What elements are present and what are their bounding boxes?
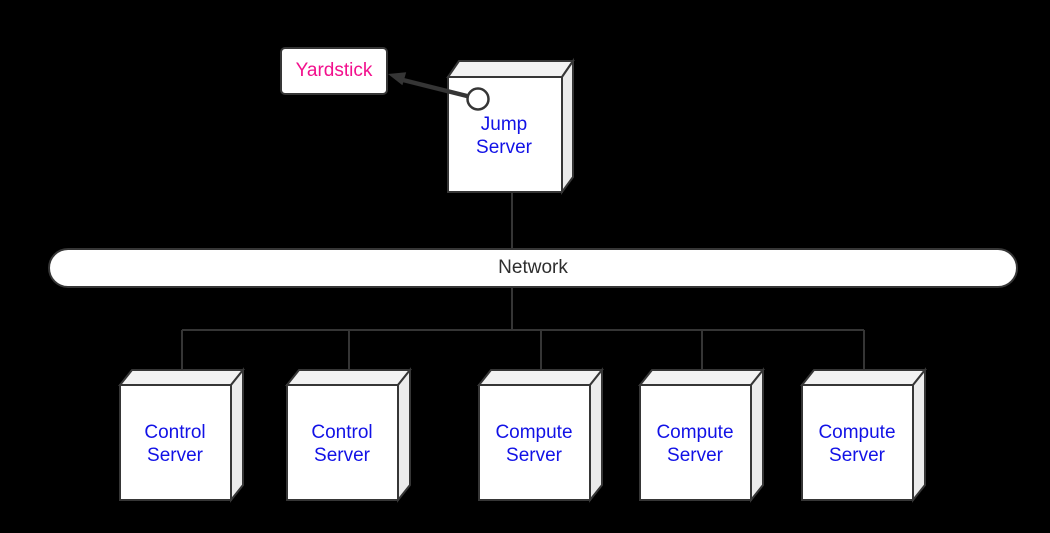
node-side-face	[589, 367, 603, 503]
node-front-face	[119, 384, 232, 501]
server-label-line1: Control	[311, 422, 372, 443]
node-side-face	[561, 57, 574, 196]
node-top-face	[446, 60, 575, 78]
jump-server-label-line2: Server	[476, 137, 533, 158]
node-side-face	[912, 367, 926, 503]
node-side-face	[230, 367, 244, 503]
server-label-line1: Control	[144, 422, 205, 443]
server-label-line2: Server	[147, 445, 204, 466]
node-top-face	[476, 369, 605, 386]
port-circle-icon	[466, 87, 490, 111]
yardstick-label: Yardstick	[295, 60, 373, 81]
node-top-face	[117, 369, 246, 386]
server-label-line1: Compute	[656, 422, 733, 443]
yardstick-box: Yardstick	[280, 47, 388, 95]
node-side-face	[750, 367, 764, 503]
jump-server-label-line1: Jump	[481, 114, 527, 135]
arrow-left-icon	[388, 72, 407, 86]
node-front-face	[639, 384, 752, 501]
node-top-face	[637, 369, 766, 386]
server-label-line2: Server	[829, 445, 886, 466]
server-label-line2: Server	[506, 445, 563, 466]
network-bar: Network	[48, 248, 1018, 288]
server-label-line1: Compute	[495, 422, 572, 443]
node-front-face	[801, 384, 914, 501]
node-top-face	[284, 369, 413, 386]
network-label: Network	[498, 257, 568, 278]
node-front-face	[478, 384, 591, 501]
node-top-face	[799, 369, 928, 386]
server-label-line2: Server	[667, 445, 724, 466]
node-front-face	[286, 384, 399, 501]
server-label-line1: Compute	[818, 422, 895, 443]
node-side-face	[397, 367, 411, 503]
server-label-line2: Server	[314, 445, 371, 466]
